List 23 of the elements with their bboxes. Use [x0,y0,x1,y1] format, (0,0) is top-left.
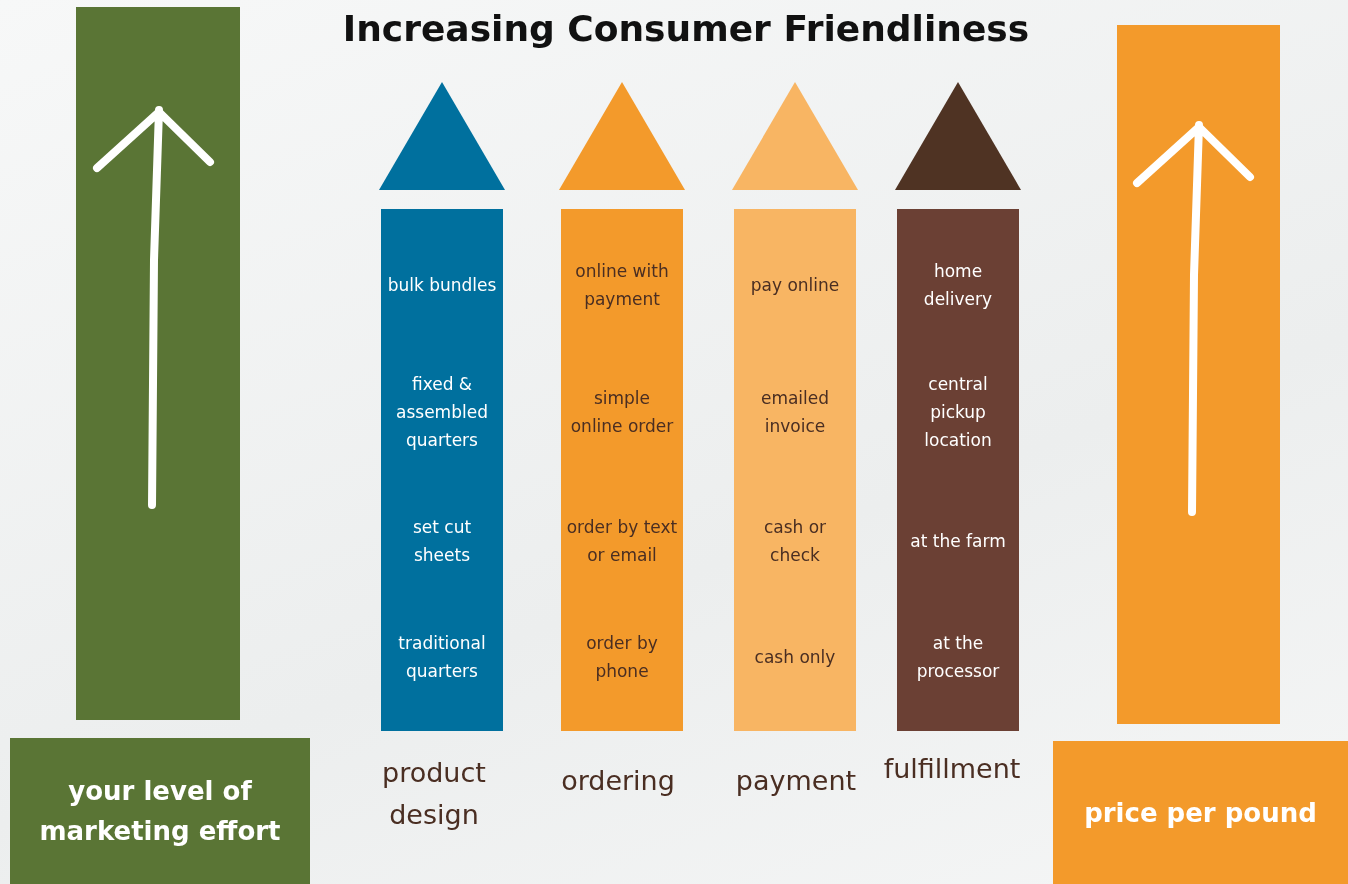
option-text: at the processor [915,632,1001,683]
option-text: at the farm [909,530,1007,553]
option-text: pay online [749,274,841,297]
option-text: home delivery [922,260,994,311]
column-label: payment [735,764,857,798]
option-text: online with payment [574,260,670,311]
option-text: order by phone [585,632,659,683]
option-text: emailed invoice [759,387,831,438]
option-text: order by text or email [565,516,679,567]
option-text: set cut sheets [411,516,473,567]
option-text: central pickup location [923,373,993,452]
option-text: fixed & assembled quarters [395,373,489,452]
column-label: ordering [561,764,675,798]
column-label: fulfillment [883,752,1021,786]
label-panel: your level of marketing effort [10,738,310,884]
option-text: traditional quarters [397,632,487,683]
title: Increasing Consumer Friendliness [341,7,1031,51]
option-text: bulk bundles [386,274,498,297]
option-text: cash only [753,646,837,669]
option-text: simple online order [569,387,675,438]
label-panel: price per pound [1053,741,1348,884]
option-text: cash or check [762,516,828,567]
column-label: product design [381,756,487,832]
